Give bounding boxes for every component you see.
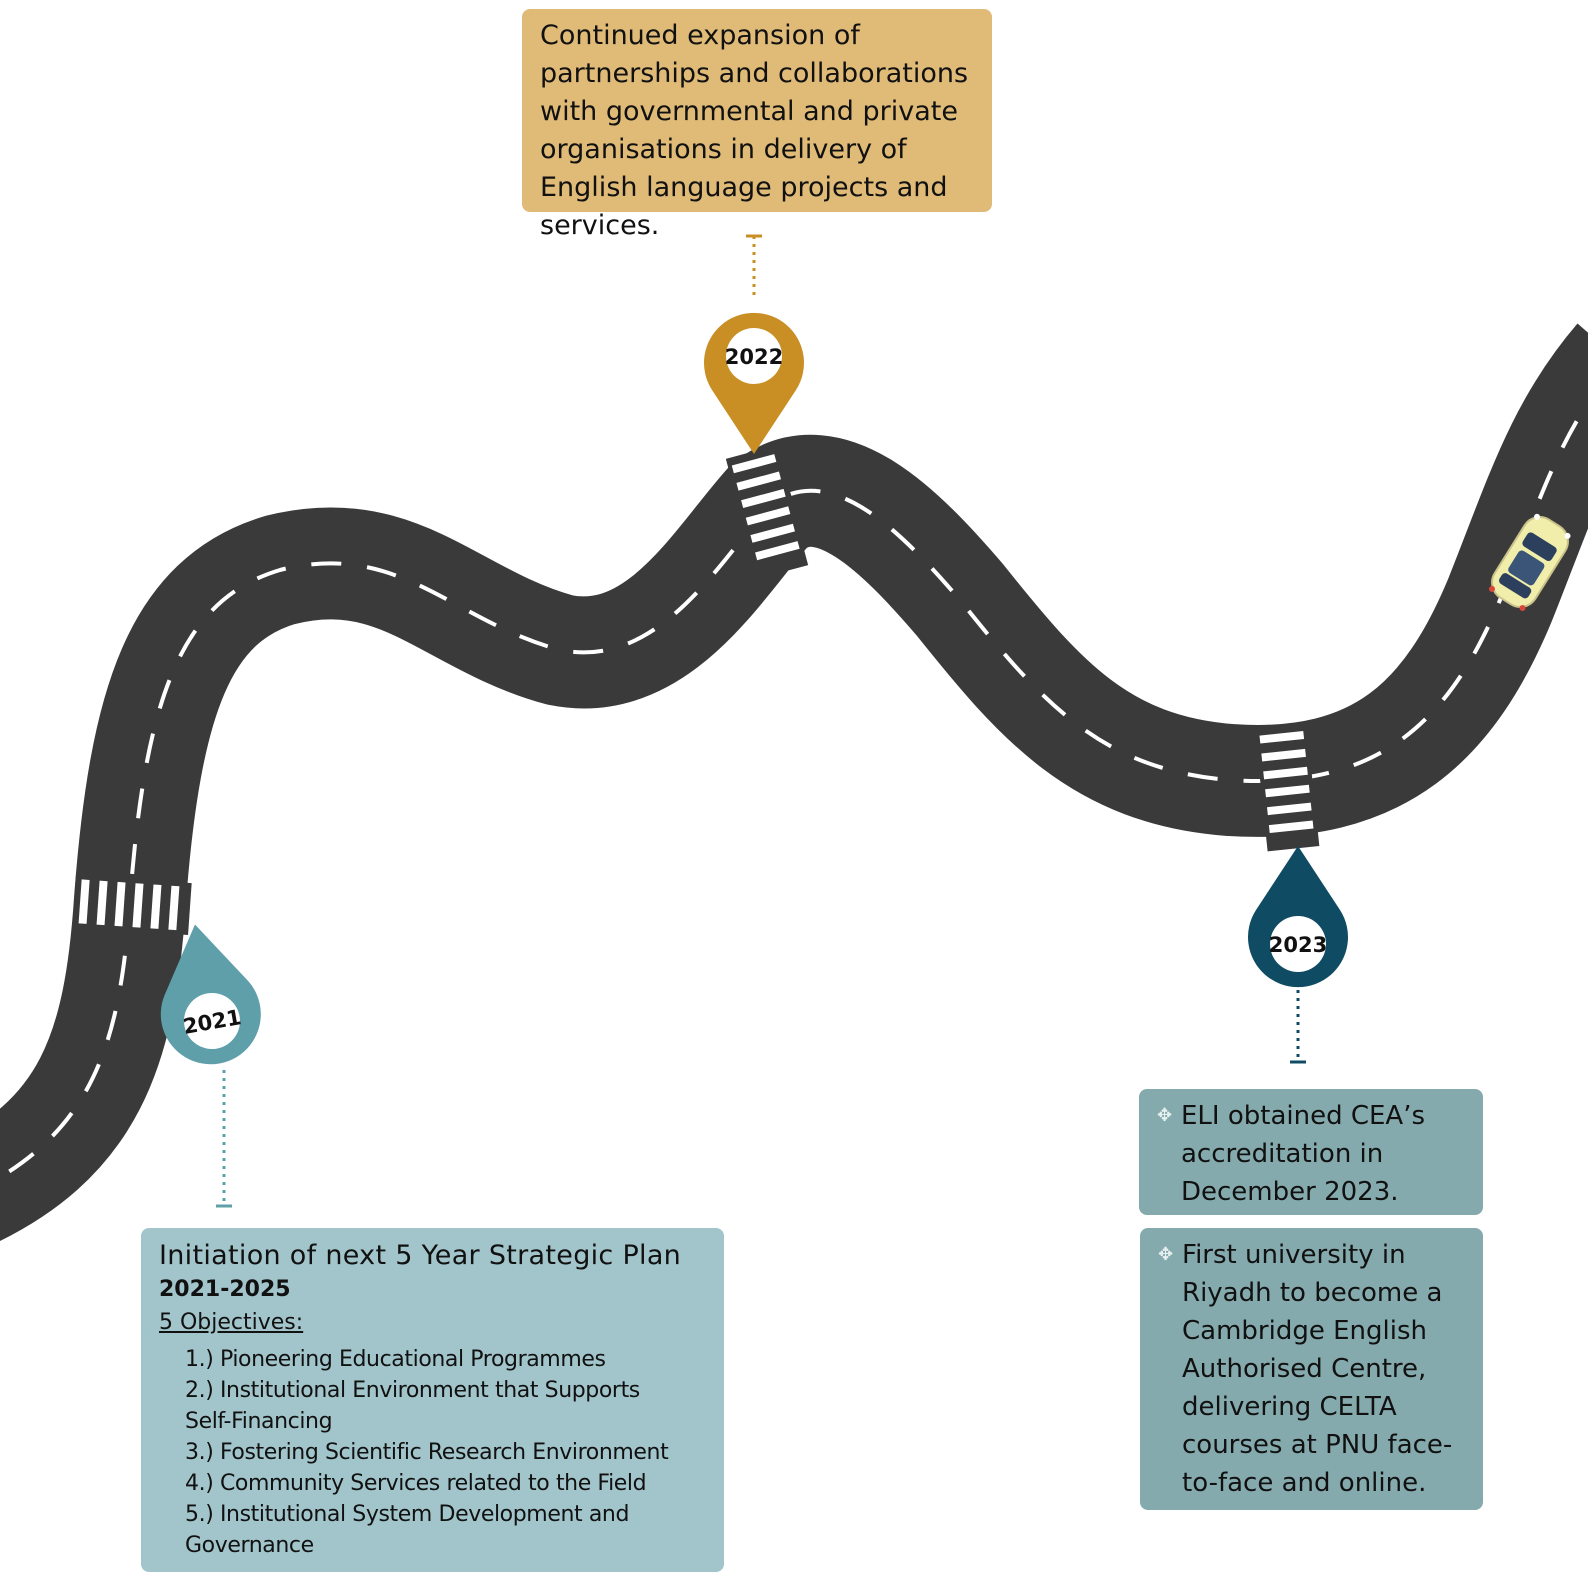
year-label-2022: 2022 xyxy=(725,345,783,369)
road-surface xyxy=(0,323,1588,1241)
objective-line: Self-Financing xyxy=(185,1409,333,1434)
car-icon xyxy=(1488,513,1571,612)
year-label-2023: 2023 xyxy=(1269,933,1327,957)
objectives-list: 1.) Pioneering Educational Programmes 2.… xyxy=(185,1344,710,1561)
strategic-plan-title: Initiation of next 5 Year Strategic Plan xyxy=(159,1240,682,1271)
objective-line: 1.) Pioneering Educational Programmes xyxy=(185,1347,606,1372)
pin-2022: 2022 xyxy=(704,312,804,454)
crosswalk-2021 xyxy=(72,875,192,935)
callout-2021: Initiation of next 5 Year Strategic Plan… xyxy=(141,1228,724,1572)
pin-2023: 2023 xyxy=(1248,846,1348,988)
strategic-plan-period: 2021-2025 xyxy=(159,1277,291,1302)
crosswalk-2022 xyxy=(725,445,809,579)
four-diamond-bullet-icon: ✥ xyxy=(1158,1244,1174,1265)
road xyxy=(0,323,1588,1241)
callout-2023-cambridge: ✥ First university in Riyadh to become a… xyxy=(1140,1228,1483,1510)
callout-2022-text: Continued expansion of partnerships and … xyxy=(540,20,969,241)
accreditation-text: ELI obtained CEA’s accreditation in Dece… xyxy=(1181,1101,1426,1207)
leader-2023 xyxy=(1290,990,1306,1064)
cambridge-text: First university in Riyadh to become a C… xyxy=(1182,1240,1453,1498)
leader-2022 xyxy=(746,234,762,300)
pin-2021: 2021 xyxy=(160,924,261,1065)
leader-2021 xyxy=(216,1070,232,1208)
bullet-item: ✥ First university in Riyadh to become a… xyxy=(1158,1236,1471,1502)
bullet-item: ✥ ELI obtained CEA’s accreditation in De… xyxy=(1157,1097,1471,1211)
callout-2023-accreditation: ✥ ELI obtained CEA’s accreditation in De… xyxy=(1139,1089,1483,1215)
objective-line: 3.) Fostering Scientific Research Enviro… xyxy=(185,1440,669,1465)
callout-2022: Continued expansion of partnerships and … xyxy=(522,9,992,241)
crosswalk-2023 xyxy=(1254,722,1320,852)
objective-line: 5.) Institutional System Development and xyxy=(185,1502,630,1527)
objective-line: 2.) Institutional Environment that Suppo… xyxy=(185,1378,640,1403)
four-diamond-bullet-icon: ✥ xyxy=(1157,1105,1173,1126)
objective-line: 4.) Community Services related to the Fi… xyxy=(185,1471,647,1496)
objectives-heading: 5 Objectives: xyxy=(159,1310,304,1335)
objective-line: Governance xyxy=(185,1533,314,1558)
